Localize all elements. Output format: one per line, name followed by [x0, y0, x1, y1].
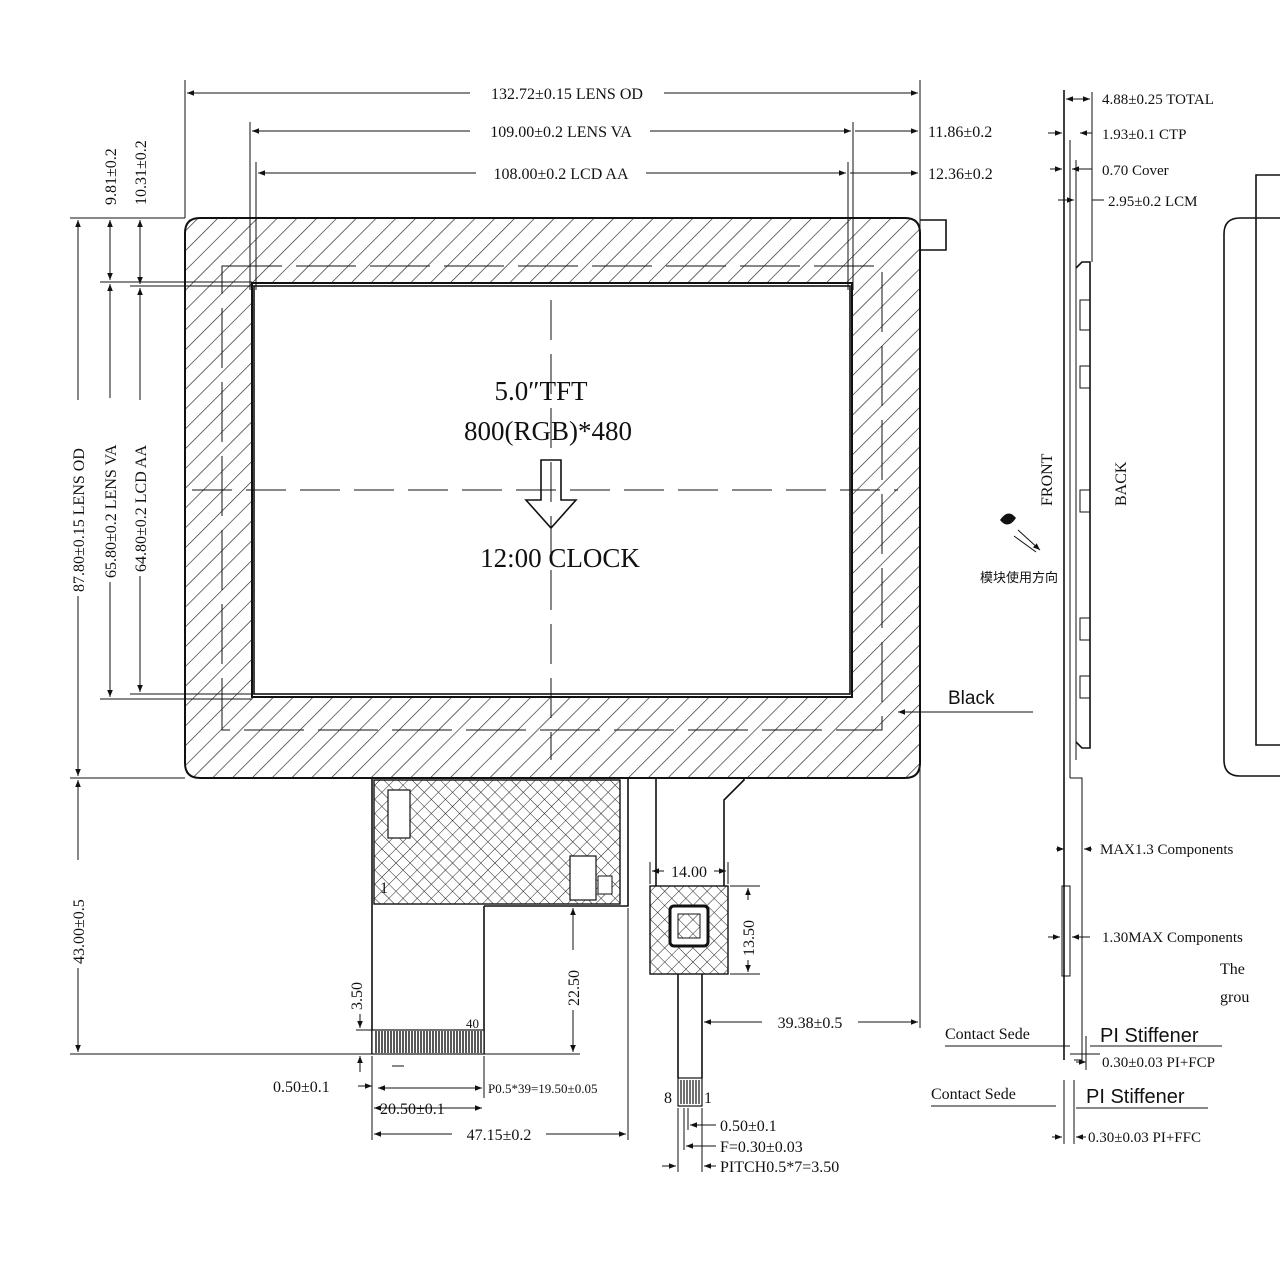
dim-14-00: 14.00	[671, 864, 707, 881]
dim-0-50-b: 0.50±0.1	[720, 1118, 777, 1135]
front-view: 5.0″TFT 800(RGB)*480 12:00 CLOCK Black	[184, 217, 1033, 779]
contact-sede-2: Contact Sede	[931, 1086, 1016, 1103]
contact-sede-1: Contact Sede	[945, 1026, 1030, 1043]
pi-fcp-dim: 0.30±0.03 PI+FCP	[1102, 1055, 1215, 1071]
note-grou: grou	[1220, 989, 1249, 1006]
max130-components: 1.30MAX Components	[1102, 930, 1243, 946]
partial-back-view	[1223, 217, 1280, 777]
front-label: FRONT	[1039, 453, 1056, 506]
dim-11-86: 11.86±0.2	[928, 124, 992, 141]
lens-va-vert-dim: 65.80±0.2 LENS VA	[103, 444, 120, 578]
dim-10-31: 10.31±0.2	[133, 140, 150, 205]
note-the: The	[1220, 961, 1245, 978]
dim-47-15: 47.15±0.2	[467, 1127, 532, 1144]
clock-text: 12:00 CLOCK	[480, 543, 640, 573]
side-total-dim: 4.88±0.25 TOTAL	[1102, 92, 1214, 108]
dim-13-50: 13.50	[741, 920, 758, 956]
lcd-aa-dim: 108.00±0.2 LCD AA	[493, 166, 628, 183]
left-dimensions: 9.81±0.2 10.31±0.2 87.80±0.15 LENS OD 65…	[70, 140, 580, 1055]
va-frame	[221, 265, 883, 731]
module-direction-label: 模块使用方向	[980, 570, 1058, 586]
side-ctp-dim: 1.93±0.1 CTP	[1102, 127, 1187, 143]
pi-stiffener-2: PI Stiffener	[1086, 1086, 1185, 1108]
black-label: Black	[948, 688, 995, 709]
dim-3-50: 3.50	[349, 982, 366, 1010]
pin8-label: 8	[664, 1090, 672, 1107]
fpc-connector	[371, 1029, 485, 1055]
max13-components: MAX1.3 Components	[1100, 842, 1234, 858]
pin40-label: 40	[466, 1016, 479, 1031]
pitch-40-dim: P0.5*39=19.50±0.05	[488, 1081, 597, 1096]
side-view: 4.88±0.25 TOTAL 1.93±0.1 CTP 0.70 Cover …	[931, 90, 1280, 1146]
touch-fpc: 8 1 14.00 13.50 39.38±0.5 0.50±0.1 F=0.3…	[649, 778, 918, 1176]
dim-9-81: 9.81±0.2	[103, 148, 120, 205]
lens-od-vert-dim: 87.80±0.15 LENS OD	[71, 448, 88, 592]
dim-0-50-a: 0.50±0.1	[273, 1079, 330, 1096]
resolution-text: 800(RGB)*480	[464, 416, 632, 446]
pin1-small-label: 1	[704, 1090, 712, 1107]
pi-stiffener-1: PI Stiffener	[1100, 1025, 1199, 1047]
dim-f-0-30: F=0.30±0.03	[720, 1139, 803, 1156]
dim-20-50: 20.50±0.1	[380, 1101, 445, 1118]
tft-size-text: 5.0″TFT	[495, 376, 589, 406]
side-lcm-dim: 2.95±0.2 LCM	[1108, 194, 1198, 210]
dim-pitch-8: PITCH0.5*7=3.50	[720, 1159, 839, 1176]
lens-od-dim: 132.72±0.15 LENS OD	[491, 86, 643, 103]
eye-icon	[1000, 513, 1041, 553]
lens-tab	[920, 219, 947, 251]
top-dimensions: 132.72±0.15 LENS OD 109.00±0.2 LENS VA 1…	[184, 80, 993, 1028]
dim-22-50: 22.50	[566, 970, 583, 1006]
pin1-label: 1	[380, 880, 388, 897]
dim-39-38: 39.38±0.5	[778, 1015, 843, 1032]
side-cover-dim: 0.70 Cover	[1102, 163, 1169, 179]
lcd-aa-vert-dim: 64.80±0.2 LCD AA	[133, 445, 150, 572]
orientation-arrow-icon	[524, 459, 578, 530]
main-fpc: 1 40 3.50	[273, 778, 629, 1144]
back-label: BACK	[1113, 461, 1130, 506]
lens-bezel	[184, 217, 921, 779]
lens-va-dim: 109.00±0.2 LENS VA	[490, 124, 632, 141]
dim-43-00: 43.00±0.5	[71, 899, 88, 964]
dim-12-36: 12.36±0.2	[928, 166, 993, 183]
pi-ffc-dim: 0.30±0.03 PI+FFC	[1088, 1130, 1201, 1146]
